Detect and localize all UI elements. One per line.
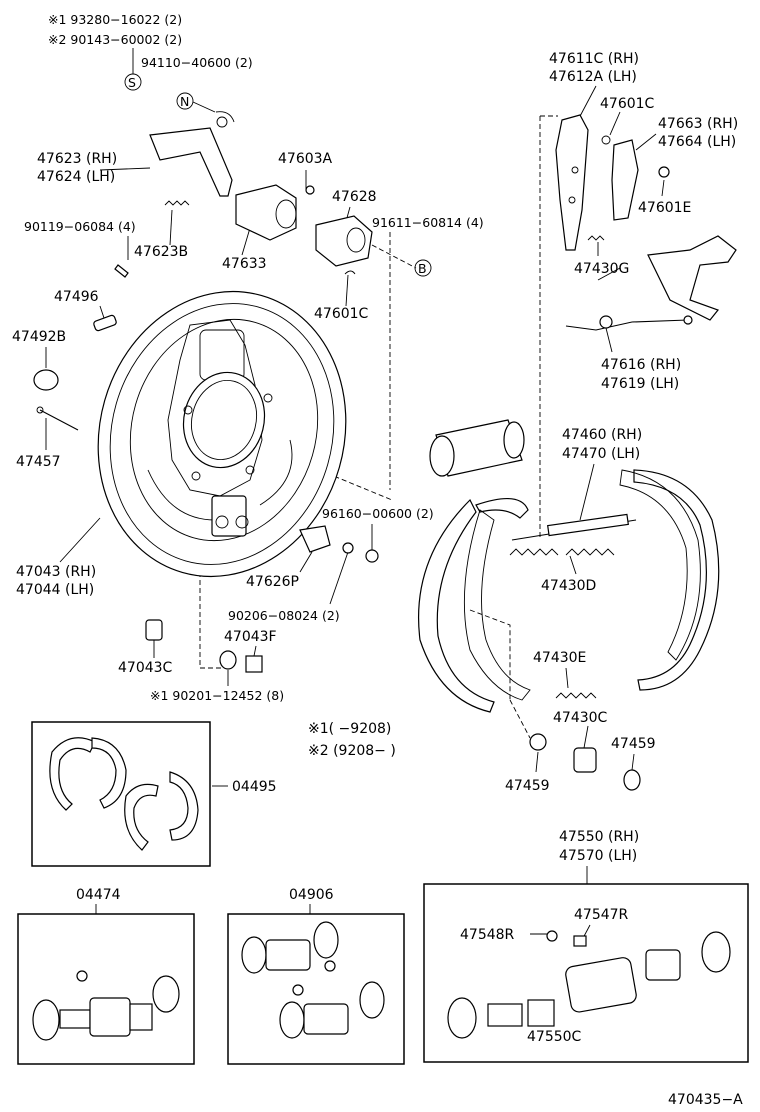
label-47616: 47616 (RH) bbox=[601, 357, 681, 373]
wheel-cylinder-exploded bbox=[429, 419, 525, 477]
b-marker: B bbox=[418, 261, 427, 276]
label-47044: 47044 (LH) bbox=[16, 582, 94, 598]
label-47459-right: 47459 bbox=[611, 736, 656, 752]
plug-47492b bbox=[33, 369, 59, 391]
note-1: ※1 93280−16022 (2) bbox=[48, 12, 182, 27]
pin-47496 bbox=[93, 314, 117, 332]
leader-lines bbox=[45, 48, 665, 1026]
nut-96160 bbox=[365, 549, 379, 563]
s-marker: S bbox=[128, 75, 136, 90]
label-47628: 47628 bbox=[332, 189, 377, 205]
label-47492b: 47492B bbox=[12, 329, 66, 345]
bolt-90119 bbox=[114, 264, 129, 278]
rod-47457 bbox=[39, 409, 79, 431]
spring-47430e bbox=[555, 692, 597, 699]
label-47459-left: 47459 bbox=[505, 778, 550, 794]
label-47612a: 47612A (LH) bbox=[549, 69, 637, 85]
date-note-2: ※2 (9208− ) bbox=[308, 743, 396, 759]
label-47548r: 47548R bbox=[460, 927, 515, 943]
note-2: ※2 90143−60002 (2) bbox=[48, 32, 182, 47]
bracket-47626p bbox=[299, 525, 331, 553]
label-47496: 47496 bbox=[54, 289, 99, 305]
bolt-47043c bbox=[145, 619, 163, 641]
label-47624: 47624 (LH) bbox=[37, 169, 115, 185]
label-47663: 47663 (RH) bbox=[658, 116, 738, 132]
label-47460: 47460 (RH) bbox=[562, 427, 642, 443]
retainer-47459-left bbox=[529, 733, 547, 751]
b-marker-circle bbox=[414, 259, 432, 277]
retainer-47459-right bbox=[623, 769, 641, 791]
label-47457: 47457 bbox=[16, 454, 61, 470]
kit-04495-box bbox=[31, 721, 211, 867]
parking-lever-47623 bbox=[149, 111, 235, 197]
label-47043c: 47043C bbox=[118, 660, 173, 676]
kit-04906-box bbox=[227, 913, 405, 1065]
n-marker-circle bbox=[176, 92, 194, 110]
label-47550: 47550 (RH) bbox=[559, 829, 639, 845]
label-47547r: 47547R bbox=[574, 907, 629, 923]
adjusting-levers bbox=[555, 114, 737, 331]
brake-shoes bbox=[417, 469, 720, 791]
kit-04474-box bbox=[17, 913, 195, 1065]
label-47633: 47633 bbox=[222, 256, 267, 272]
kit-47550-box bbox=[423, 883, 749, 1063]
spring-47430c bbox=[573, 747, 597, 773]
label-47470: 47470 (LH) bbox=[562, 446, 640, 462]
label-91611: 91611−60814 (4) bbox=[372, 215, 484, 230]
label-47430d: 47430D bbox=[541, 578, 596, 594]
label-47626p: 47626P bbox=[246, 574, 299, 590]
label-47043: 47043 (RH) bbox=[16, 564, 96, 580]
label-47619: 47619 (LH) bbox=[601, 376, 679, 392]
label-kit-04495: 04495 bbox=[232, 779, 277, 795]
label-47601c-top: 47601C bbox=[600, 96, 655, 112]
label-kit-04906: 04906 bbox=[289, 887, 334, 903]
callout-labels: ※1 93280−16022 (2) ※2 90143−60002 (2) 94… bbox=[12, 12, 743, 1108]
cable-housings bbox=[235, 184, 373, 275]
label-47611c: 47611C (RH) bbox=[549, 51, 639, 67]
spring-47623b bbox=[164, 200, 190, 206]
label-90201: ※1 90201−12452 (8) bbox=[150, 688, 284, 703]
label-kit-04474: 04474 bbox=[76, 887, 121, 903]
label-47430c: 47430C bbox=[553, 710, 608, 726]
label-47570: 47570 (LH) bbox=[559, 848, 637, 864]
washer-90206 bbox=[342, 542, 354, 554]
label-47430g: 47430G bbox=[574, 261, 629, 277]
label-47601c-mid: 47601C bbox=[314, 306, 369, 322]
label-47664: 47664 (LH) bbox=[658, 134, 736, 150]
label-47623: 47623 (RH) bbox=[37, 151, 117, 167]
figure-id: 470435−A bbox=[668, 1092, 743, 1108]
backing-plate bbox=[97, 290, 347, 578]
label-47603a: 47603A bbox=[278, 151, 333, 167]
label-96160: 96160−00600 (2) bbox=[322, 506, 434, 521]
label-94110: 94110−40600 (2) bbox=[141, 55, 253, 70]
label-47043f: 47043F bbox=[224, 629, 277, 645]
washer-47043f bbox=[219, 650, 237, 670]
small-hardware bbox=[33, 200, 379, 673]
label-90206: 90206−08024 (2) bbox=[228, 608, 340, 623]
n-marker: N bbox=[180, 94, 189, 109]
spring-47430d bbox=[509, 548, 559, 556]
label-47623b: 47623B bbox=[134, 244, 188, 260]
nut-47043f bbox=[245, 655, 263, 673]
date-note-1: ※1( −9208) bbox=[308, 721, 391, 737]
label-47601e: 47601E bbox=[638, 200, 691, 216]
label-47550c: 47550C bbox=[527, 1029, 582, 1045]
label-47430e: 47430E bbox=[533, 650, 586, 666]
label-90119: 90119−06084 (4) bbox=[24, 219, 136, 234]
